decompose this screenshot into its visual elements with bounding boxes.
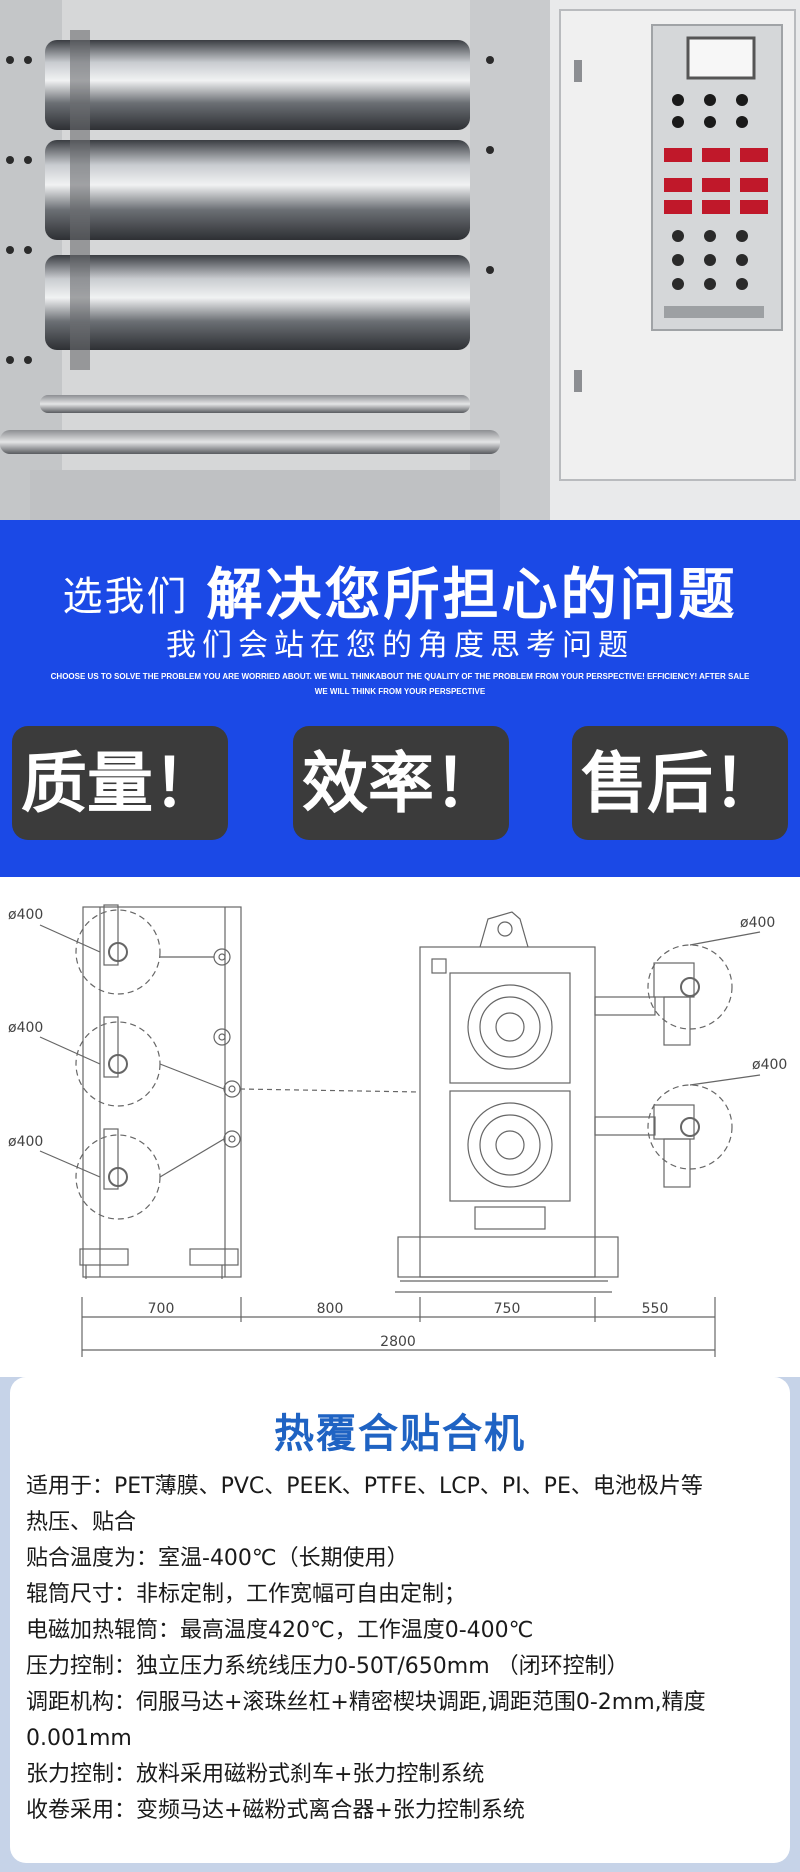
- roll-labels: ø400 ø400 ø400 ø400 ø400: [8, 907, 787, 1150]
- headline-small: 选我们: [62, 574, 189, 620]
- quality-badge: 质量！: [12, 726, 228, 840]
- banner-headline: 选我们解决您所担心的问题: [0, 550, 800, 631]
- rewind-units: [594, 931, 761, 1188]
- dimension-labels: 700 800 750 550 2800: [148, 1301, 669, 1350]
- spec-line: 辊筒尺寸：非标定制，工作宽幅可自由定制；: [26, 1582, 467, 1607]
- roll-label: ø400: [8, 1020, 43, 1036]
- banner-english-line-1: CHOOSE US TO SOLVE THE PROBLEM YOU ARE W…: [50, 672, 750, 681]
- dimension-550: 550: [642, 1301, 669, 1317]
- spec-line: 张力控制：放料采用磁粉式刹车+张力控制系统: [26, 1762, 485, 1787]
- product-title: 热覆合贴合机: [274, 1411, 526, 1457]
- headline-big: 解决您所担心的问题: [206, 563, 738, 628]
- machine-line-drawing: ø400 ø400 ø400 ø400 ø400 700 800 750: [8, 904, 787, 1357]
- spec-line: 调距机构：伺服马达+滚珠丝杠+精密楔块调距,调距范围0-2mm,精度: [26, 1690, 706, 1715]
- banner-english-line-2: WE WILL THINK FROM YOUR PERSPECTIVE: [314, 687, 486, 696]
- spec-card: 热覆合贴合机 适用于：PET薄膜、PVC、PEEK、PTFE、LCP、PI、PE…: [10, 1377, 790, 1863]
- spec-line: 收卷采用：变频马达+磁粉式离合器+张力控制系统: [26, 1798, 525, 1823]
- technical-drawing: ø400 ø400 ø400 ø400 ø400 700 800 750: [0, 877, 800, 1377]
- spec-line: 热压、贴合: [26, 1510, 137, 1535]
- spec-line: 适用于：PET薄膜、PVC、PEEK、PTFE、LCP、PI、PE、电池极片等: [26, 1474, 703, 1499]
- efficiency-badge: 效率！: [293, 726, 509, 840]
- roll-label: ø400: [8, 1134, 43, 1150]
- dimension-800: 800: [317, 1301, 344, 1317]
- roll-label: ø400: [8, 907, 43, 923]
- spec-line: 0.001mm: [26, 1726, 132, 1751]
- dimension-total: 2800: [380, 1334, 416, 1350]
- machine-photo: [0, 0, 800, 520]
- spec-section: 热覆合贴合机 适用于：PET薄膜、PVC、PEEK、PTFE、LCP、PI、PE…: [0, 1377, 800, 1872]
- promo-banner: 选我们解决您所担心的问题 我们会站在您的角度思考问题 CHOOSE US TO …: [0, 520, 800, 877]
- roll-label: ø400: [740, 915, 775, 931]
- dimension-750: 750: [494, 1301, 521, 1317]
- unwind-stand: [39, 904, 421, 1279]
- spec-list: 适用于：PET薄膜、PVC、PEEK、PTFE、LCP、PI、PE、电池极片等 …: [26, 1469, 782, 1829]
- machine-photo-illustration: [0, 0, 800, 520]
- spec-line: 贴合温度为：室温-400℃（长期使用）: [26, 1546, 409, 1571]
- roll-label: ø400: [752, 1057, 787, 1073]
- dimension-lines: [81, 1297, 716, 1357]
- spec-line: 压力控制：独立压力系统线压力0-50T/650mm （闭环控制）: [26, 1654, 629, 1679]
- after-sale-badge: 售后！: [572, 726, 788, 840]
- banner-subheadline: 我们会站在您的角度思考问题: [166, 628, 634, 663]
- dimension-700: 700: [148, 1301, 175, 1317]
- laminating-unit: [395, 911, 619, 1293]
- spec-line: 电磁加热辊筒：最高温度420℃，工作温度0-400℃: [26, 1618, 534, 1643]
